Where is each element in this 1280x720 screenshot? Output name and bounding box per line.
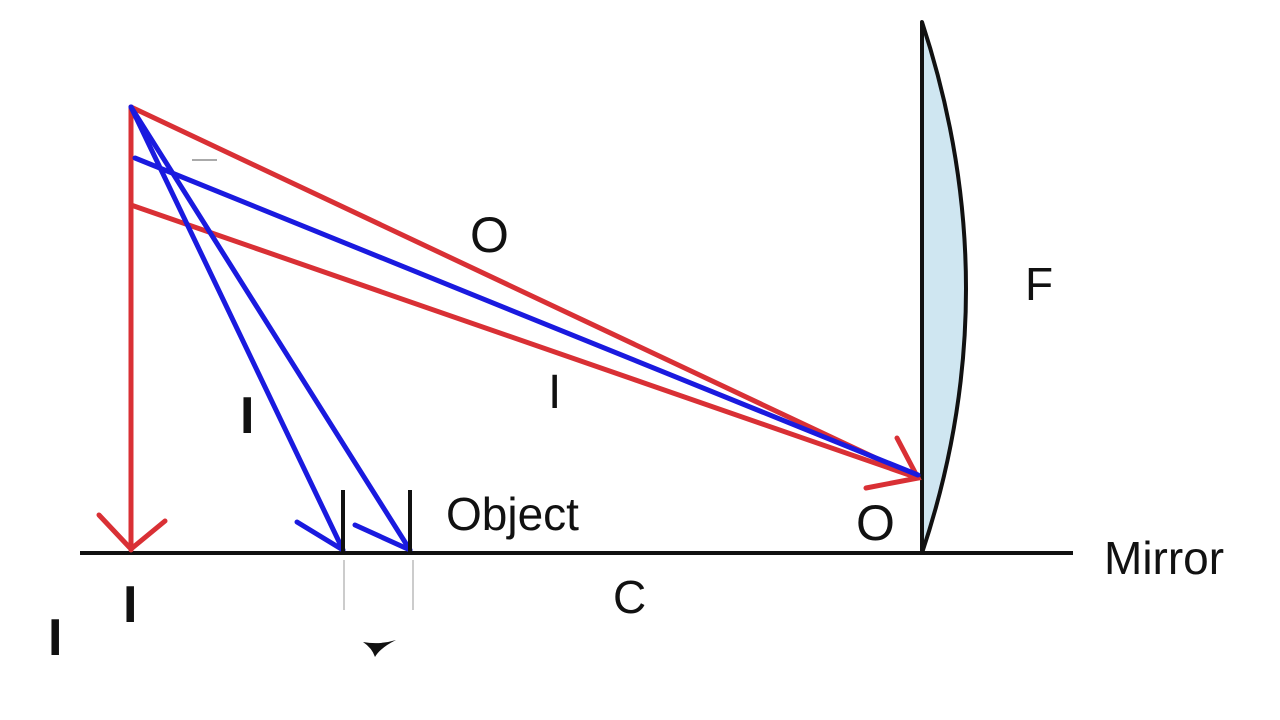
red-arrowhead-down <box>96 512 168 553</box>
label-i-left: I <box>240 387 254 445</box>
label-c: C <box>613 571 646 623</box>
label-i-mid: I <box>548 366 561 419</box>
label-object: Object <box>446 488 579 540</box>
blue-ray-to-second-tick <box>128 104 413 553</box>
concave-mirror <box>920 20 968 555</box>
label-o-top: O <box>470 207 509 263</box>
blue-ray-to-mirror <box>132 155 921 478</box>
blue-ray-to-first-tick <box>128 104 346 553</box>
label-o-bottom: O <box>856 495 895 551</box>
pointer-icon <box>363 640 396 657</box>
label-i-axis: I <box>123 576 137 634</box>
red-ray-upper <box>128 104 921 481</box>
blue-rays <box>128 104 921 553</box>
label-mirror: Mirror <box>1104 532 1224 584</box>
red-rays <box>96 104 922 553</box>
red-arrowhead-mirror <box>863 435 922 491</box>
blue-arrowhead-second <box>352 522 413 553</box>
label-f: F <box>1025 258 1053 310</box>
label-i-far: I <box>48 609 62 667</box>
red-ray-lower <box>128 202 921 481</box>
blue-arrowhead-first <box>294 519 346 553</box>
